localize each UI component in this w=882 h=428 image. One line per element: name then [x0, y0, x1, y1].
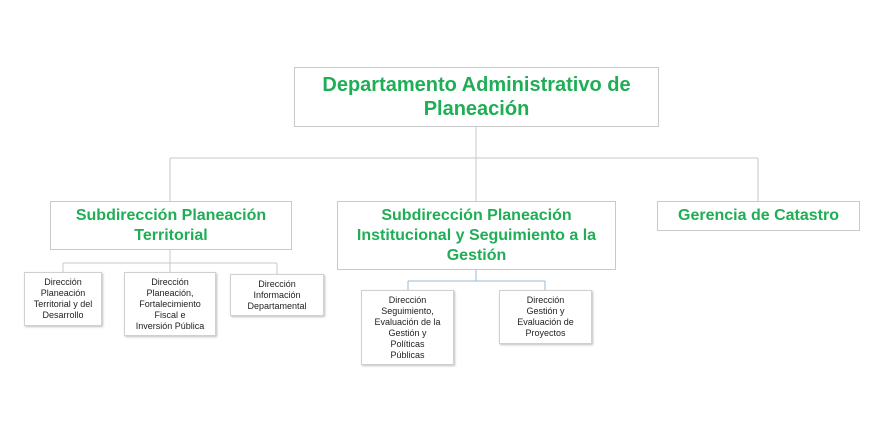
node-direccion-gestion-proyectos: Dirección Gestión y Evaluación de Proyec…	[499, 290, 592, 344]
node-direccion-informacion-departamental: Dirección Información Departamental	[230, 274, 324, 316]
node-label: Subdirección Planeación Territorial	[75, 206, 267, 244]
node-label: Dirección Información Departamental	[247, 278, 307, 311]
node-label: Gerencia de Catastro	[678, 207, 839, 224]
node-subdireccion-institucional: Subdirección Planeación Institucional y …	[337, 201, 616, 270]
node-direccion-planeacion-territorial: Dirección Planeación Territorial y del D…	[24, 272, 102, 326]
node-gerencia-catastro: Gerencia de Catastro	[657, 201, 860, 231]
node-departamento-planeacion: Departamento Administrativo de Planeació…	[294, 67, 659, 127]
node-label: Dirección Gestión y Evaluación de Proyec…	[517, 295, 574, 338]
node-subdireccion-territorial: Subdirección Planeación Territorial	[50, 201, 292, 250]
node-direccion-seguimiento-evaluacion: Dirección Seguimiento, Evaluación de la …	[361, 290, 454, 365]
node-label: Departamento Administrativo de Planeació…	[322, 74, 631, 120]
node-label: Dirección Planeación Territorial y del D…	[33, 277, 93, 320]
node-direccion-fortalecimiento-fiscal: Dirección Planeación, Fortalecimiento Fi…	[124, 272, 216, 336]
node-label: Subdirección Planeación Institucional y …	[356, 206, 597, 264]
node-label: Dirección Planeación, Fortalecimiento Fi…	[135, 276, 205, 331]
node-label: Dirección Seguimiento, Evaluación de la …	[374, 294, 441, 360]
